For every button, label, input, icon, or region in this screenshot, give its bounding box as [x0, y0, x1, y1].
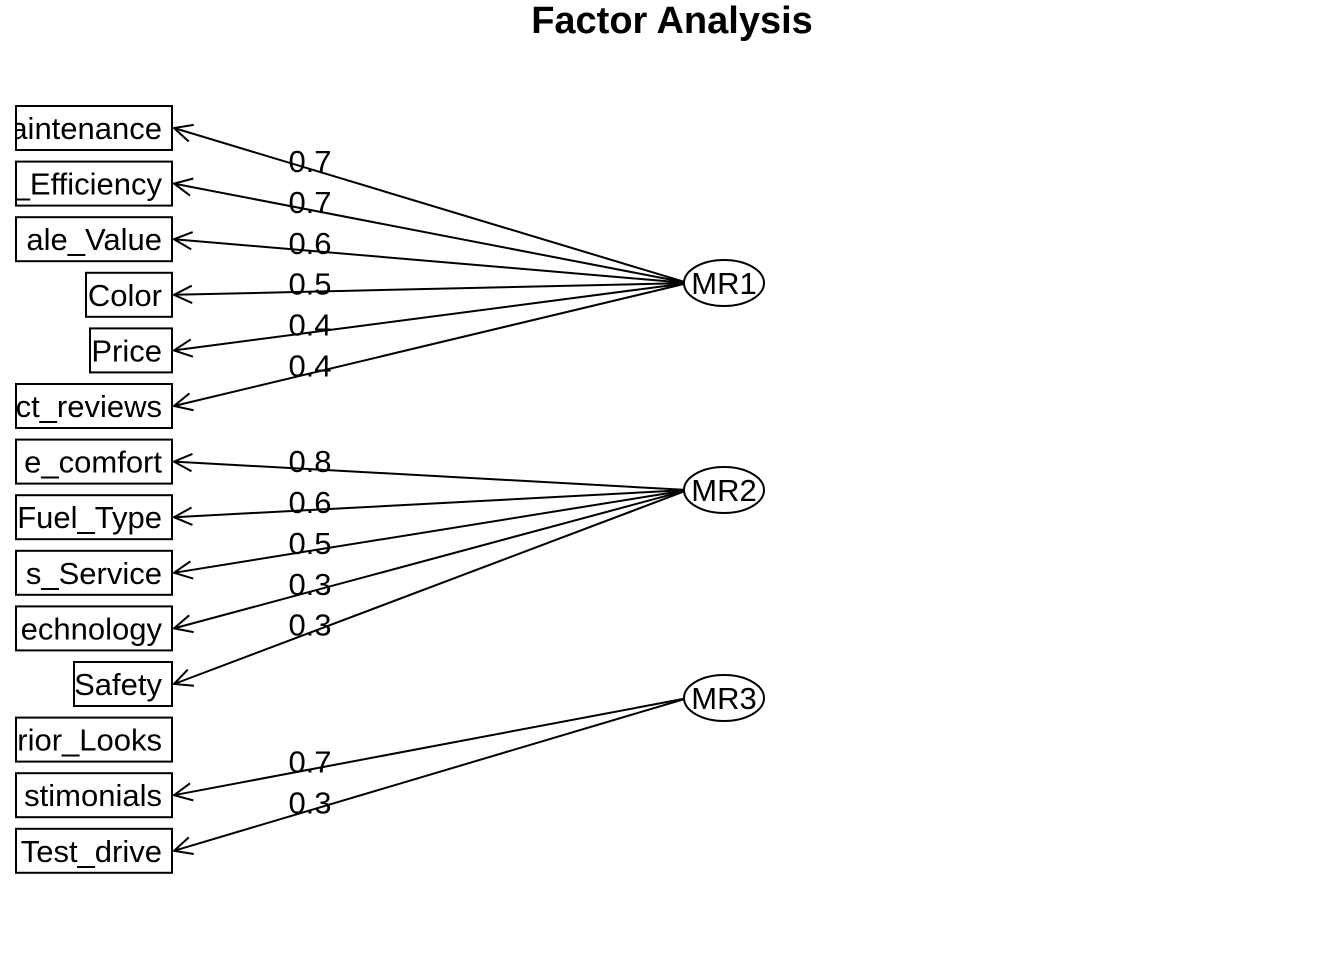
factor-ellipse: [683, 466, 765, 514]
loading-edge: [173, 489, 689, 519]
variable-label: Test_drive: [21, 834, 162, 869]
variable-node: _Efficiency: [12, 160, 173, 207]
variable-node: Price: [89, 327, 173, 374]
arrowhead: [171, 782, 194, 802]
variable-label: echnology: [21, 611, 163, 646]
variable-box: [15, 827, 173, 874]
loading-edge: [173, 282, 689, 352]
arrowhead: [171, 177, 194, 197]
variable-node: ct_reviews: [15, 383, 173, 429]
loading-value: 0.5: [288, 526, 331, 561]
variable-box: [15, 105, 173, 151]
variable-boxes: aintenance _Efficiency ale_ValueColorPrice…: [10, 105, 173, 874]
arrowhead: [171, 284, 193, 304]
variable-box: [15, 494, 173, 541]
variable-label: rior_Looks: [17, 723, 162, 758]
variable-node: stimonials: [15, 772, 173, 819]
arrowhead: [171, 338, 194, 358]
variable-box: [89, 327, 173, 374]
loading-value: 0.3: [288, 567, 331, 602]
variable-box: [15, 549, 173, 596]
loading-value: 0.3: [288, 608, 331, 643]
factor-node: MR3: [683, 674, 765, 722]
loading-edge: [173, 460, 689, 491]
variable-node: rior_Looks: [15, 716, 173, 763]
variable-label: s_Service: [26, 556, 162, 591]
factor-ellipse: [683, 674, 765, 722]
loading-value: 0.4: [288, 308, 331, 343]
variable-label: stimonials: [24, 778, 162, 813]
variable-box: [15, 383, 173, 429]
variable-box: [15, 772, 173, 819]
variable-box: [15, 216, 173, 263]
variable-label: aintenance: [10, 111, 162, 146]
arrowhead: [171, 231, 194, 251]
loading-edge: [173, 182, 689, 284]
variable-label: ct_reviews: [16, 389, 162, 424]
variable-node: Safety: [73, 661, 173, 707]
loading-value: 0.6: [288, 226, 331, 261]
arrowhead: [171, 506, 193, 526]
loading-value: 0.8: [288, 444, 331, 479]
loading-value: 0.7: [288, 144, 331, 179]
loading-edge: [173, 282, 689, 296]
factor-node: MR1: [683, 259, 765, 307]
arrowhead: [171, 123, 194, 143]
variable-node: Color: [85, 271, 173, 318]
factor-label: MR2: [691, 473, 756, 508]
loading-edges: [171, 123, 689, 855]
loading-edge: [173, 697, 689, 852]
loading-value: 0.7: [288, 744, 331, 779]
loading-edge: [173, 127, 689, 284]
variable-label: Color: [88, 278, 162, 313]
loading-edge: [173, 282, 689, 407]
loading-edge: [173, 489, 689, 630]
variable-node: Test_drive: [15, 827, 173, 874]
variable-box: [15, 160, 173, 207]
variable-label: e_comfort: [24, 445, 162, 480]
loading-value: 0.3: [288, 785, 331, 820]
diagram-title: Factor Analysis: [531, 0, 813, 42]
variable-node: echnology: [15, 605, 173, 652]
loading-value: 0.6: [288, 485, 331, 520]
variable-node: ale_Value: [15, 216, 173, 263]
loading-value: 0.4: [288, 348, 331, 383]
loading-edge: [173, 489, 689, 574]
arrowhead: [171, 560, 194, 580]
variable-node: Fuel_Type: [15, 494, 173, 541]
arrowhead: [171, 668, 195, 687]
variable-box: [15, 716, 173, 763]
factor-label: MR3: [691, 681, 756, 716]
variable-box: [15, 438, 173, 485]
arrowhead: [171, 392, 194, 412]
variable-box: [73, 661, 173, 707]
variable-label: _Efficiency: [12, 167, 163, 202]
loading-value: 0.5: [288, 267, 331, 302]
factor-label: MR1: [691, 266, 756, 301]
variable-label: Fuel_Type: [17, 500, 162, 535]
loading-edge: [173, 489, 689, 685]
factor-node: MR2: [683, 466, 765, 514]
variable-label: ale_Value: [26, 222, 162, 257]
arrowhead: [171, 836, 194, 855]
variable-node: s_Service: [15, 549, 173, 596]
loading-labels: 0.7 0.7 0.6 0.5 0.4 0.4 0.8 0.6 0.5 0.3 0.3 0.7 0.3: [288, 144, 331, 820]
factor-ellipse: [683, 259, 765, 307]
arrowhead: [171, 452, 193, 473]
variable-label: Safety: [74, 667, 162, 702]
loading-edge: [173, 697, 689, 797]
variable-label: Price: [91, 333, 162, 368]
loading-value: 0.7: [288, 185, 331, 220]
variable-node: e_comfort: [15, 438, 173, 485]
variable-node: aintenance: [10, 105, 173, 151]
arrowhead: [171, 614, 194, 634]
loading-edge: [173, 238, 689, 284]
variable-box: [85, 271, 173, 318]
variable-box: [15, 605, 173, 652]
